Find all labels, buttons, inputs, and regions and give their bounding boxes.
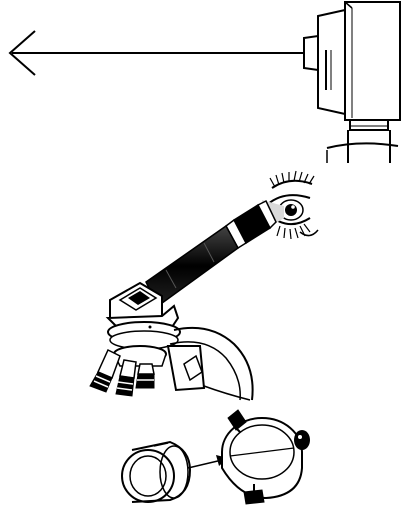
microscope-stand <box>168 328 253 400</box>
left-arrow-icon <box>10 31 303 75</box>
camera-device <box>304 2 400 163</box>
panel-eyepiece-removal <box>10 2 400 163</box>
adapter-ring <box>122 442 190 502</box>
panel-eye-at-eyepiece <box>90 171 318 400</box>
panel-adapter-assembly <box>122 410 310 504</box>
clamp-adapter <box>222 410 310 504</box>
eyepiece-tube <box>146 201 276 306</box>
